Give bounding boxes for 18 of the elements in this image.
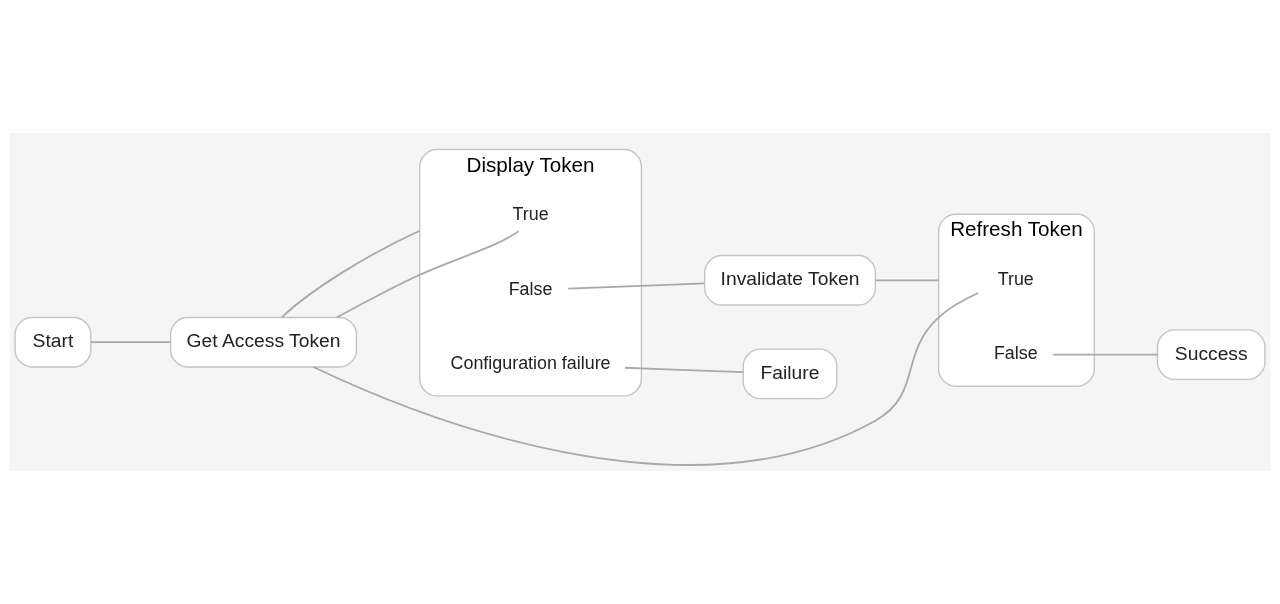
connector <box>312 292 980 466</box>
node-text: Configuration failure <box>450 352 611 373</box>
node-box: Failure <box>742 348 838 400</box>
connector <box>90 341 172 344</box>
connector <box>336 230 520 319</box>
node-text: False <box>993 343 1038 364</box>
node-box: Invalidate Token <box>704 254 877 306</box>
node-box: Get Access Token <box>169 316 358 368</box>
node-text: True <box>512 204 549 225</box>
connector <box>624 366 744 374</box>
node-text: False <box>508 278 553 299</box>
node-box: Start <box>14 316 92 368</box>
connector <box>1052 353 1159 356</box>
connector <box>567 282 706 290</box>
node-text: True <box>997 268 1034 289</box>
node-box: Success <box>1156 329 1266 381</box>
connector <box>281 229 421 319</box>
connector <box>874 279 940 282</box>
